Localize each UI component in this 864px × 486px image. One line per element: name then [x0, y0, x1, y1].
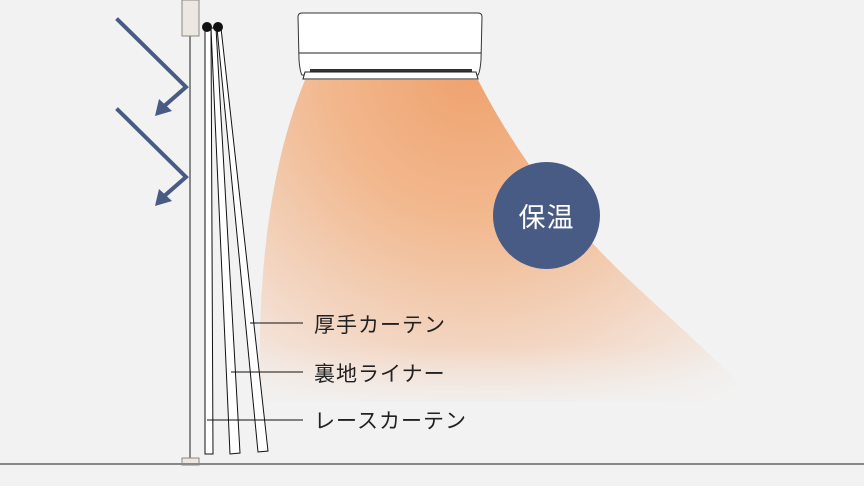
label-lace-curtain: レースカーテン [314, 409, 467, 433]
arrowhead-icon [155, 99, 172, 116]
label-lining: 裏地ライナー [314, 362, 446, 386]
curtain-rail-bracket [181, 0, 200, 37]
arrowhead-icon [155, 189, 172, 206]
cold-air-arrow-icon [115, 17, 189, 201]
label-thick-curtain: 厚手カーテン [314, 313, 446, 337]
air-conditioner-icon [297, 12, 483, 80]
curtain-ring-icon [213, 22, 223, 32]
curtain-ring-icon [202, 22, 212, 32]
warmth-badge: 保温 [493, 162, 600, 269]
curtain-layers [204, 27, 269, 455]
lace-curtain [204, 27, 214, 455]
